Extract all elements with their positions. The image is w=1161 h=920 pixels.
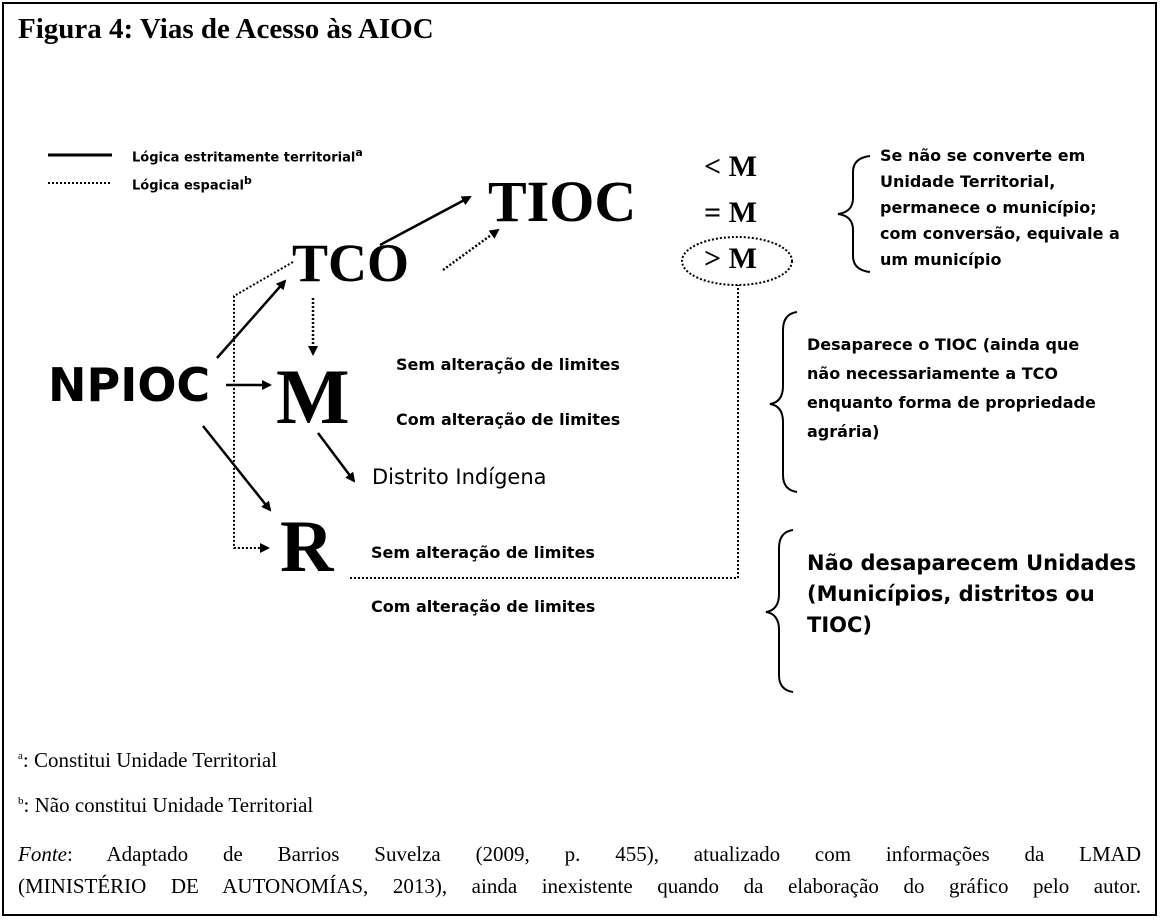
note-r: Não desaparecem Unidades (Municípios, di… [807,551,1137,637]
node-npioc: NPIOC [48,358,211,412]
legend-dotted-label: Lógica espacialb [132,174,252,194]
brace-m-note [769,311,798,493]
arrow-m-distrito [317,432,356,483]
footnote-a: a: Constitui Unidade Territorial [18,748,278,772]
node-tco: TCO [292,233,410,293]
label-r-com-alteracao: Com alteração de limites [371,597,596,616]
arrow-tco-tioc [379,195,472,247]
node-m: M [276,353,350,440]
label-r-sem-alteracao: Sem alteração de limites [371,543,595,562]
dotted-arrow-tco-tioc [442,228,500,272]
dotted-line-r-gtm [350,285,739,579]
node-greater-m: > M [704,242,757,275]
dotted-arrow-tco-r [233,261,294,553]
figure-title: Figura 4: Vias de Acesso às AIOC [18,13,434,45]
gtm-dotted-ellipse [681,236,793,286]
source-line-1: Fonte: Adaptado de Barrios Suvelza (2009… [18,842,1141,866]
note-m: Desaparece o TIOC (ainda que não necessa… [807,335,1096,441]
arrow-npioc-tco [216,279,287,359]
node-distrito-indigena: Distrito Indígena [372,465,547,489]
arrow-npioc-r [202,425,272,512]
node-r: R [280,506,334,588]
node-less-m: < M [704,150,757,183]
footnote-b: b: Não constitui Unidade Territorial [18,793,314,817]
node-equal-m: = M [704,196,757,229]
label-m-sem-alteracao: Sem alteração de limites [396,355,620,374]
source-line-2: (MINISTÉRIO DE AUTONOMÍAS, 2013), ainda … [18,874,1141,898]
brace-tioc-note [837,155,871,273]
brace-r-note [765,529,794,693]
label-m-com-alteracao: Com alteração de limites [396,410,621,429]
legend-solid-label: Lógica estritamente territoriala [132,146,363,166]
note-tioc: Se não se converte em Unidade Territoria… [880,146,1120,269]
node-tioc: TIOC [488,169,637,234]
